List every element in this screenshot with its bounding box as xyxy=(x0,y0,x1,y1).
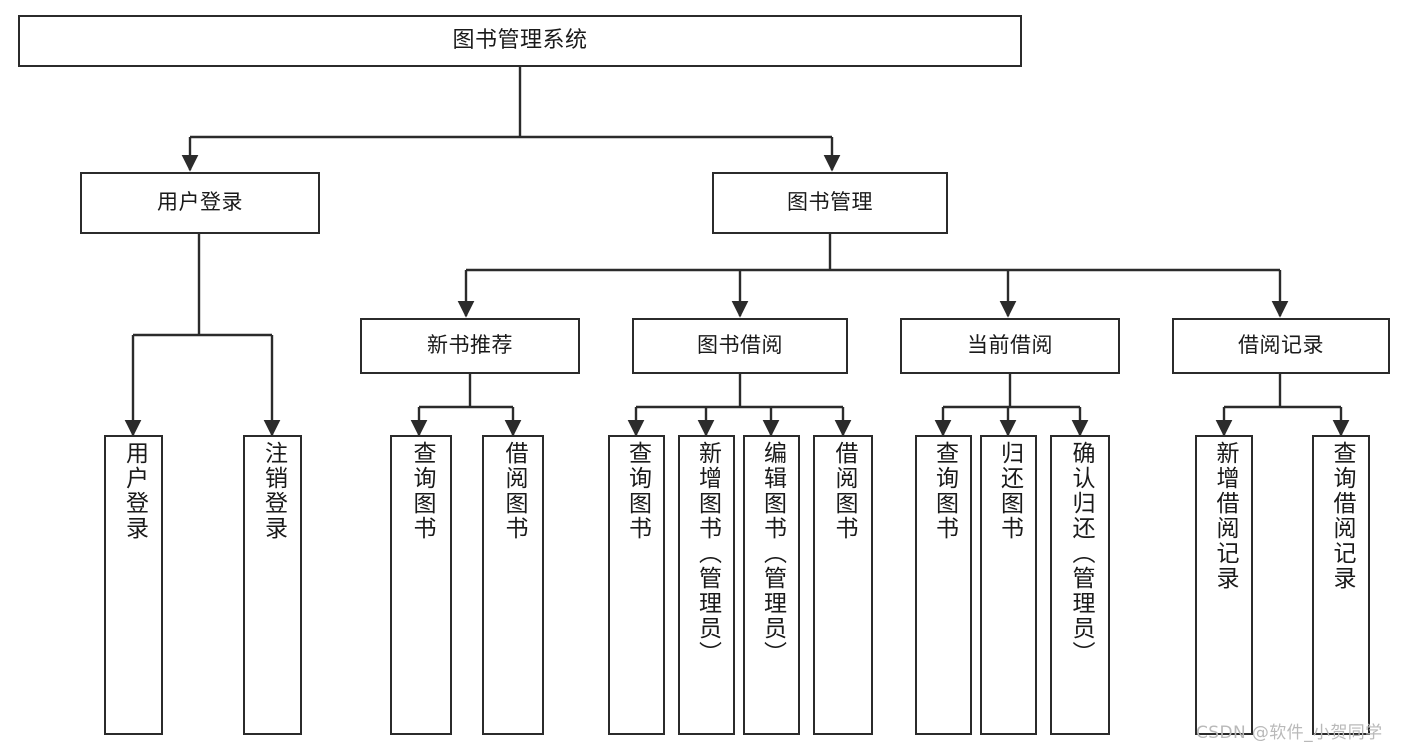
leaf-borrow-record-add[interactable]: 新增借阅记录 xyxy=(1195,435,1253,735)
leaf-borrow-record-query[interactable]: 查询借阅记录 xyxy=(1312,435,1370,735)
leaf-user-login-signout[interactable]: 注销登录 xyxy=(243,435,302,735)
node-label: 用户登录 xyxy=(157,190,243,215)
node-label: 新增图书（管理员） xyxy=(694,441,721,666)
node-borrow-record[interactable]: 借阅记录 xyxy=(1172,318,1390,374)
node-current-borrow[interactable]: 当前借阅 xyxy=(900,318,1120,374)
leaf-book-borrow-query[interactable]: 查询图书 xyxy=(608,435,665,735)
node-root-system[interactable]: 图书管理系统 xyxy=(18,15,1022,67)
node-book-borrow[interactable]: 图书借阅 xyxy=(632,318,848,374)
node-label: 借阅图书 xyxy=(830,441,857,541)
node-label: 归还图书 xyxy=(996,441,1023,541)
watermark-text: CSDN @软件_小贺同学 xyxy=(1196,723,1383,743)
node-label: 查询图书 xyxy=(931,441,958,541)
node-label: 当前借阅 xyxy=(967,333,1053,358)
node-label: 确认归还（管理员） xyxy=(1067,441,1094,666)
node-label: 查询图书 xyxy=(624,441,651,541)
node-book-management[interactable]: 图书管理 xyxy=(712,172,948,234)
leaf-new-book-query[interactable]: 查询图书 xyxy=(390,435,452,735)
node-label: 新书推荐 xyxy=(427,333,513,358)
leaf-current-borrow-confirm-return[interactable]: 确认归还（管理员） xyxy=(1050,435,1110,735)
leaf-new-book-borrow[interactable]: 借阅图书 xyxy=(482,435,544,735)
node-label: 借阅图书 xyxy=(500,441,527,541)
node-label: 查询图书 xyxy=(408,441,435,541)
node-label: 编辑图书（管理员） xyxy=(759,441,786,666)
leaf-user-login-signin[interactable]: 用户登录 xyxy=(104,435,163,735)
node-label: 图书管理系统 xyxy=(452,27,588,53)
node-label: 新增借阅记录 xyxy=(1211,441,1238,591)
node-new-book-recommend[interactable]: 新书推荐 xyxy=(360,318,580,374)
leaf-current-borrow-return[interactable]: 归还图书 xyxy=(980,435,1037,735)
node-label: 借阅记录 xyxy=(1238,333,1324,358)
leaf-book-borrow-edit[interactable]: 编辑图书（管理员） xyxy=(743,435,800,735)
leaf-current-borrow-query[interactable]: 查询图书 xyxy=(915,435,972,735)
node-label: 用户登录 xyxy=(121,441,148,541)
node-user-login[interactable]: 用户登录 xyxy=(80,172,320,234)
node-label: 图书管理 xyxy=(787,190,873,215)
node-label: 图书借阅 xyxy=(697,333,783,358)
leaf-book-borrow-add[interactable]: 新增图书（管理员） xyxy=(678,435,735,735)
leaf-book-borrow-borrow[interactable]: 借阅图书 xyxy=(813,435,873,735)
node-label: 查询借阅记录 xyxy=(1328,441,1355,591)
node-label: 注销登录 xyxy=(260,441,287,541)
